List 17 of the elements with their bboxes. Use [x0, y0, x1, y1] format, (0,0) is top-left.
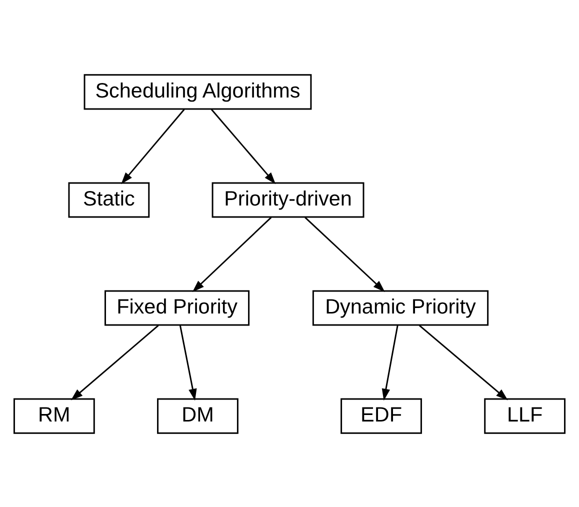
arrow [210, 108, 276, 184]
node-box: Priority-driven [212, 182, 364, 218]
arrow [192, 216, 272, 292]
arrow [179, 324, 197, 400]
arrow [70, 324, 159, 400]
node-box: LLF [484, 398, 566, 434]
arrow [418, 324, 508, 400]
node-box: Dynamic Priority [312, 290, 489, 326]
arrow [382, 324, 398, 400]
node-box: EDF [340, 398, 422, 434]
node-box: Static [68, 182, 150, 218]
node-box: Scheduling Algorithms [84, 74, 312, 110]
node-box: DM [157, 398, 238, 434]
arrow [304, 216, 385, 292]
node-box: RM [13, 398, 95, 434]
node-box: Fixed Priority [104, 290, 250, 326]
arrow [121, 108, 185, 184]
